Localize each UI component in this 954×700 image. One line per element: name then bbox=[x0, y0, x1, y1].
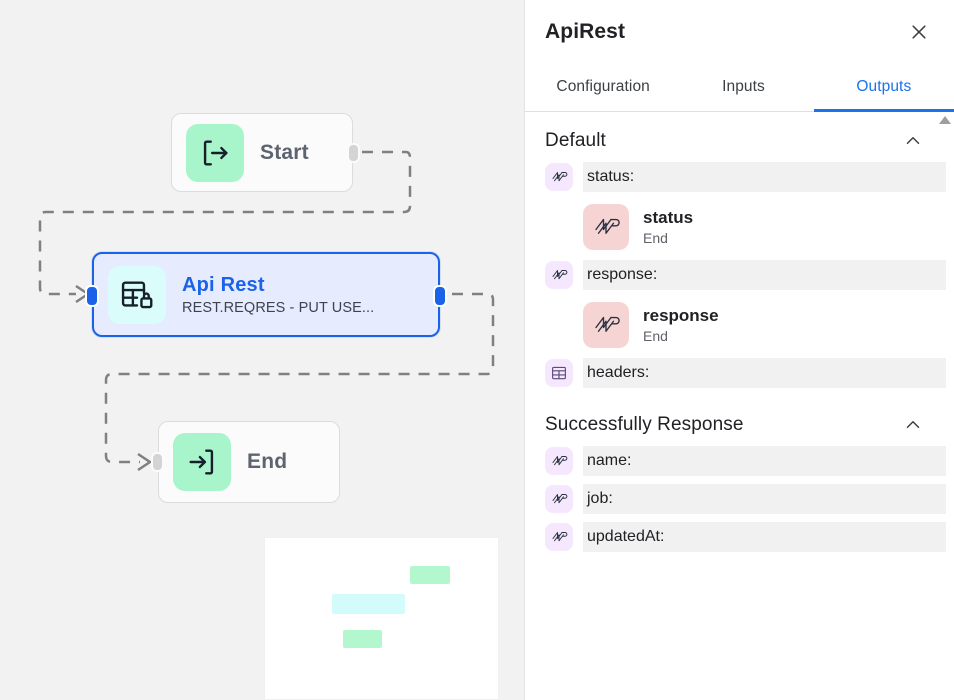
node-api-rest-subtitle: REST.REQRES - PUT USE... bbox=[182, 299, 375, 316]
variable-icon bbox=[583, 302, 629, 348]
minimap[interactable] bbox=[264, 537, 499, 700]
tab-configuration[interactable]: Configuration bbox=[556, 77, 650, 95]
close-icon[interactable] bbox=[904, 17, 934, 47]
tab-inputs[interactable]: Inputs bbox=[722, 77, 765, 95]
output-subrow-source: End bbox=[643, 328, 668, 344]
node-start[interactable]: Start bbox=[171, 113, 360, 192]
minimap-node bbox=[410, 566, 450, 584]
flow-edges bbox=[38, 150, 495, 472]
node-api-rest-title: Api Rest bbox=[182, 273, 265, 296]
scroll-up-arrow-icon[interactable] bbox=[939, 116, 951, 124]
page-title: ApiRest bbox=[545, 20, 626, 43]
node-start-output-port[interactable] bbox=[347, 143, 360, 163]
node-api-rest-output-port[interactable] bbox=[433, 285, 447, 307]
node-end-input-port[interactable] bbox=[151, 452, 164, 472]
output-row-name[interactable]: name: bbox=[525, 446, 946, 476]
variable-icon bbox=[545, 447, 573, 475]
node-start-texts: Start bbox=[260, 141, 309, 165]
node-end[interactable]: End bbox=[151, 421, 340, 503]
output-row-status[interactable]: status: bbox=[525, 162, 946, 192]
output-label: response: bbox=[583, 260, 946, 290]
output-subrow-status[interactable]: status End bbox=[525, 200, 946, 254]
flow-canvas[interactable]: Start Api Rest REST.REQRES - PUT USE.. bbox=[0, 0, 524, 700]
table-icon bbox=[545, 359, 573, 387]
minimap-node bbox=[343, 630, 382, 648]
chevron-up-icon[interactable] bbox=[902, 130, 924, 152]
variable-icon bbox=[545, 261, 573, 289]
output-label: name: bbox=[583, 446, 946, 476]
node-api-rest[interactable]: Api Rest REST.REQRES - PUT USE... bbox=[85, 252, 447, 337]
details-panel: ApiRest Configuration Inputs Outputs Def… bbox=[524, 0, 954, 700]
arrow-right-from-bracket-icon bbox=[186, 123, 244, 182]
node-end-title: End bbox=[247, 450, 288, 473]
output-subrow-response[interactable]: response End bbox=[525, 298, 946, 352]
node-api-rest-input-port[interactable] bbox=[85, 285, 99, 307]
output-subrow-name: response bbox=[643, 306, 719, 325]
table-lock-icon bbox=[108, 265, 166, 324]
variable-icon bbox=[545, 485, 573, 513]
panel-header: ApiRest bbox=[525, 0, 954, 64]
chevron-up-icon[interactable] bbox=[902, 414, 924, 436]
output-subrow-name: status bbox=[643, 208, 694, 227]
panel-tabs[interactable]: Configuration Inputs Outputs bbox=[525, 64, 954, 112]
node-end-texts: End bbox=[247, 450, 287, 474]
variable-icon bbox=[545, 163, 573, 191]
variable-icon bbox=[545, 523, 573, 551]
arrow-right-to-bracket-icon bbox=[173, 433, 231, 491]
output-row-updatedat[interactable]: updatedAt: bbox=[525, 522, 946, 552]
variable-icon bbox=[583, 204, 629, 250]
tab-outputs[interactable]: Outputs bbox=[813, 64, 954, 112]
output-subrow-texts: status End bbox=[643, 208, 693, 246]
section-header-successfully-response[interactable]: Successfully Response bbox=[525, 396, 946, 446]
minimap-node bbox=[332, 594, 405, 614]
output-subrow-texts: response End bbox=[643, 306, 719, 344]
output-row-headers[interactable]: headers: bbox=[525, 358, 946, 388]
output-row-job[interactable]: job: bbox=[525, 484, 946, 514]
section-title: Default bbox=[545, 130, 606, 151]
section-header-default[interactable]: Default bbox=[525, 112, 946, 162]
output-label: updatedAt: bbox=[583, 522, 946, 552]
output-row-response[interactable]: response: bbox=[525, 260, 946, 290]
outputs-content: Default status: bbox=[525, 112, 954, 700]
output-label: headers: bbox=[583, 358, 946, 388]
node-start-title: Start bbox=[260, 140, 309, 164]
output-subrow-source: End bbox=[643, 230, 668, 246]
output-label: job: bbox=[583, 484, 946, 514]
section-title: Successfully Response bbox=[545, 414, 744, 435]
node-api-rest-texts: Api Rest REST.REQRES - PUT USE... bbox=[182, 274, 374, 316]
output-label: status: bbox=[583, 162, 946, 192]
